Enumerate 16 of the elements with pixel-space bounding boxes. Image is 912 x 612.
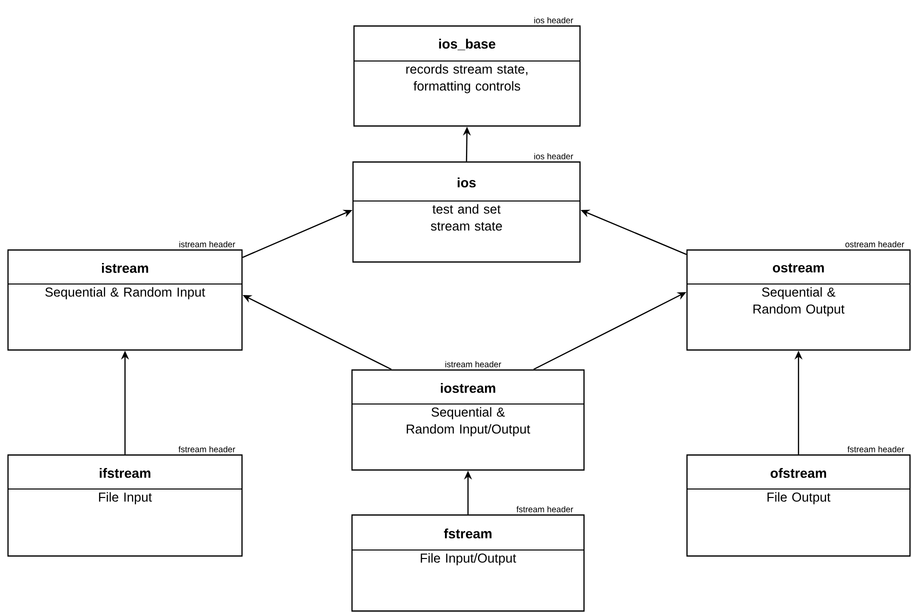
class-box: istream Sequential & Random Input — [7, 249, 243, 351]
class-box: ifstream File Input — [7, 454, 243, 557]
header-label: fstream header — [178, 446, 236, 452]
class-box: ios_base records stream state, formatting controls — [353, 25, 581, 127]
header-label: fstream header — [516, 506, 574, 512]
class-box: iostream Sequential & Random Input/Output — [351, 369, 585, 471]
class-box: ofstream File Output — [686, 454, 911, 557]
header-label: istream header — [445, 361, 502, 368]
header-label: ostream header — [845, 241, 904, 248]
class-box: ostream Sequential & Random Output — [686, 249, 911, 351]
header-label: ios header — [534, 17, 574, 24]
header-label: fstream header — [847, 446, 904, 452]
class-box: ios test and set stream state — [352, 161, 581, 263]
class-box: fstream File Input/Output — [351, 514, 585, 612]
header-label: ios header — [534, 153, 574, 160]
header-label: istream header — [179, 241, 236, 248]
